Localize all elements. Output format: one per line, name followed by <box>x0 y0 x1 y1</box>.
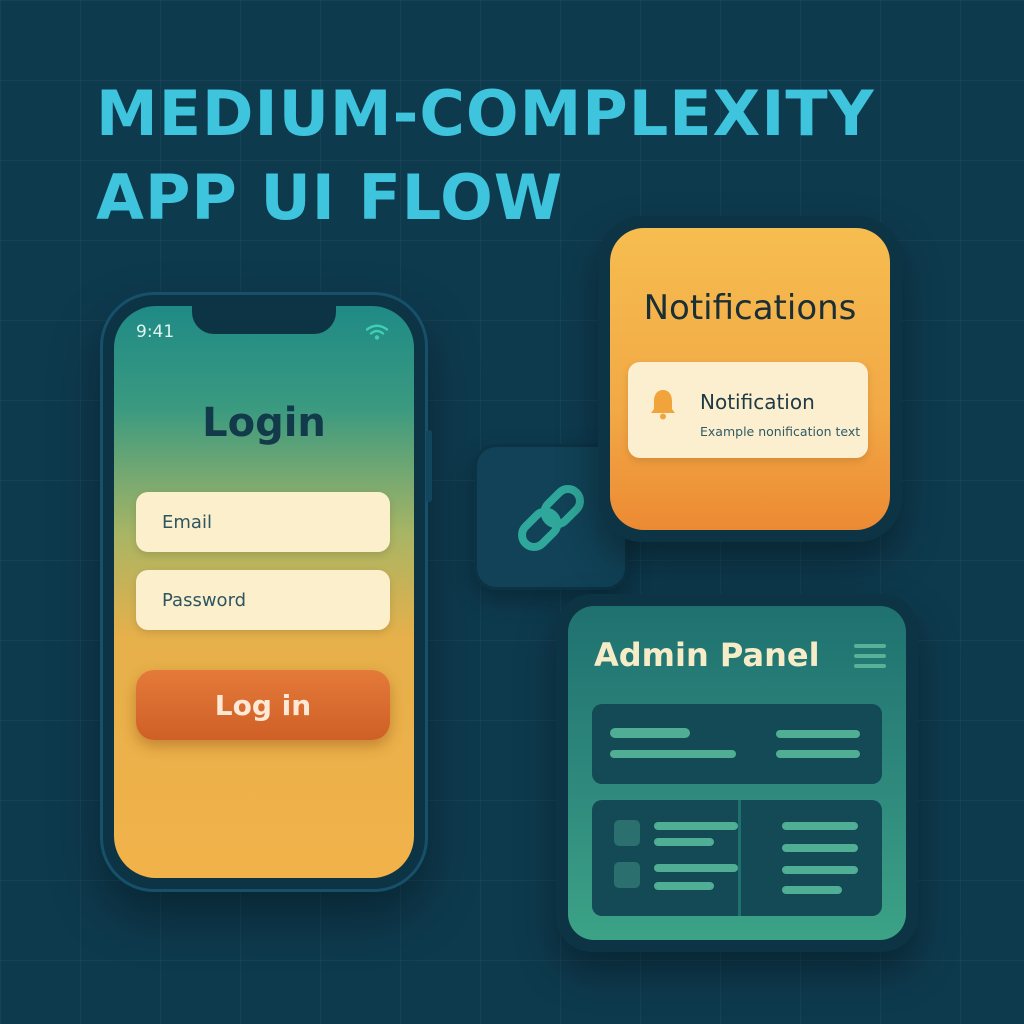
summary-bar <box>776 750 860 758</box>
phone-notch <box>192 306 336 334</box>
login-button[interactable]: Log in <box>136 670 390 740</box>
headline-line-1: MEDIUM-COMPLEXITY <box>96 77 875 150</box>
list-bar <box>654 864 738 872</box>
admin-panel-card: Admin Panel <box>568 606 906 940</box>
notifications-title: Notifications <box>643 288 857 328</box>
summary-bar <box>610 728 690 738</box>
headline: MEDIUM-COMPLEXITY APP UI FLOW <box>96 72 875 240</box>
notifications-card: Notifications Notification Example nonif… <box>610 228 890 530</box>
status-time: 9:41 <box>136 322 175 342</box>
list-bar <box>654 838 714 846</box>
bell-icon <box>651 390 675 420</box>
notification-item[interactable]: Notification Example nonification text <box>628 362 868 458</box>
headline-line-2: APP UI FLOW <box>96 161 564 234</box>
notification-item-text: Example nonification text <box>700 424 861 439</box>
phone-side-button <box>426 430 432 502</box>
summary-bar <box>776 730 860 738</box>
admin-detail-panel <box>592 800 882 916</box>
detail-bar <box>782 844 858 852</box>
password-input[interactable] <box>136 570 390 630</box>
detail-bar <box>782 886 842 894</box>
phone-screen: 9:41 Login Log in <box>114 306 414 878</box>
menu-icon[interactable] <box>854 642 886 670</box>
wifi-icon <box>366 324 388 340</box>
admin-divider <box>738 800 741 916</box>
summary-bar <box>610 750 736 758</box>
list-bar <box>654 882 714 890</box>
list-bar <box>654 822 738 830</box>
detail-bar <box>782 822 858 830</box>
notification-item-title: Notification <box>700 390 815 414</box>
email-input[interactable] <box>136 492 390 552</box>
login-title: Login <box>202 400 326 446</box>
admin-summary-panel <box>592 704 882 784</box>
detail-bar <box>782 866 858 874</box>
row-thumbnail <box>614 862 640 888</box>
link-icon <box>518 485 584 551</box>
admin-panel-title: Admin Panel <box>594 636 820 674</box>
row-thumbnail <box>614 820 640 846</box>
